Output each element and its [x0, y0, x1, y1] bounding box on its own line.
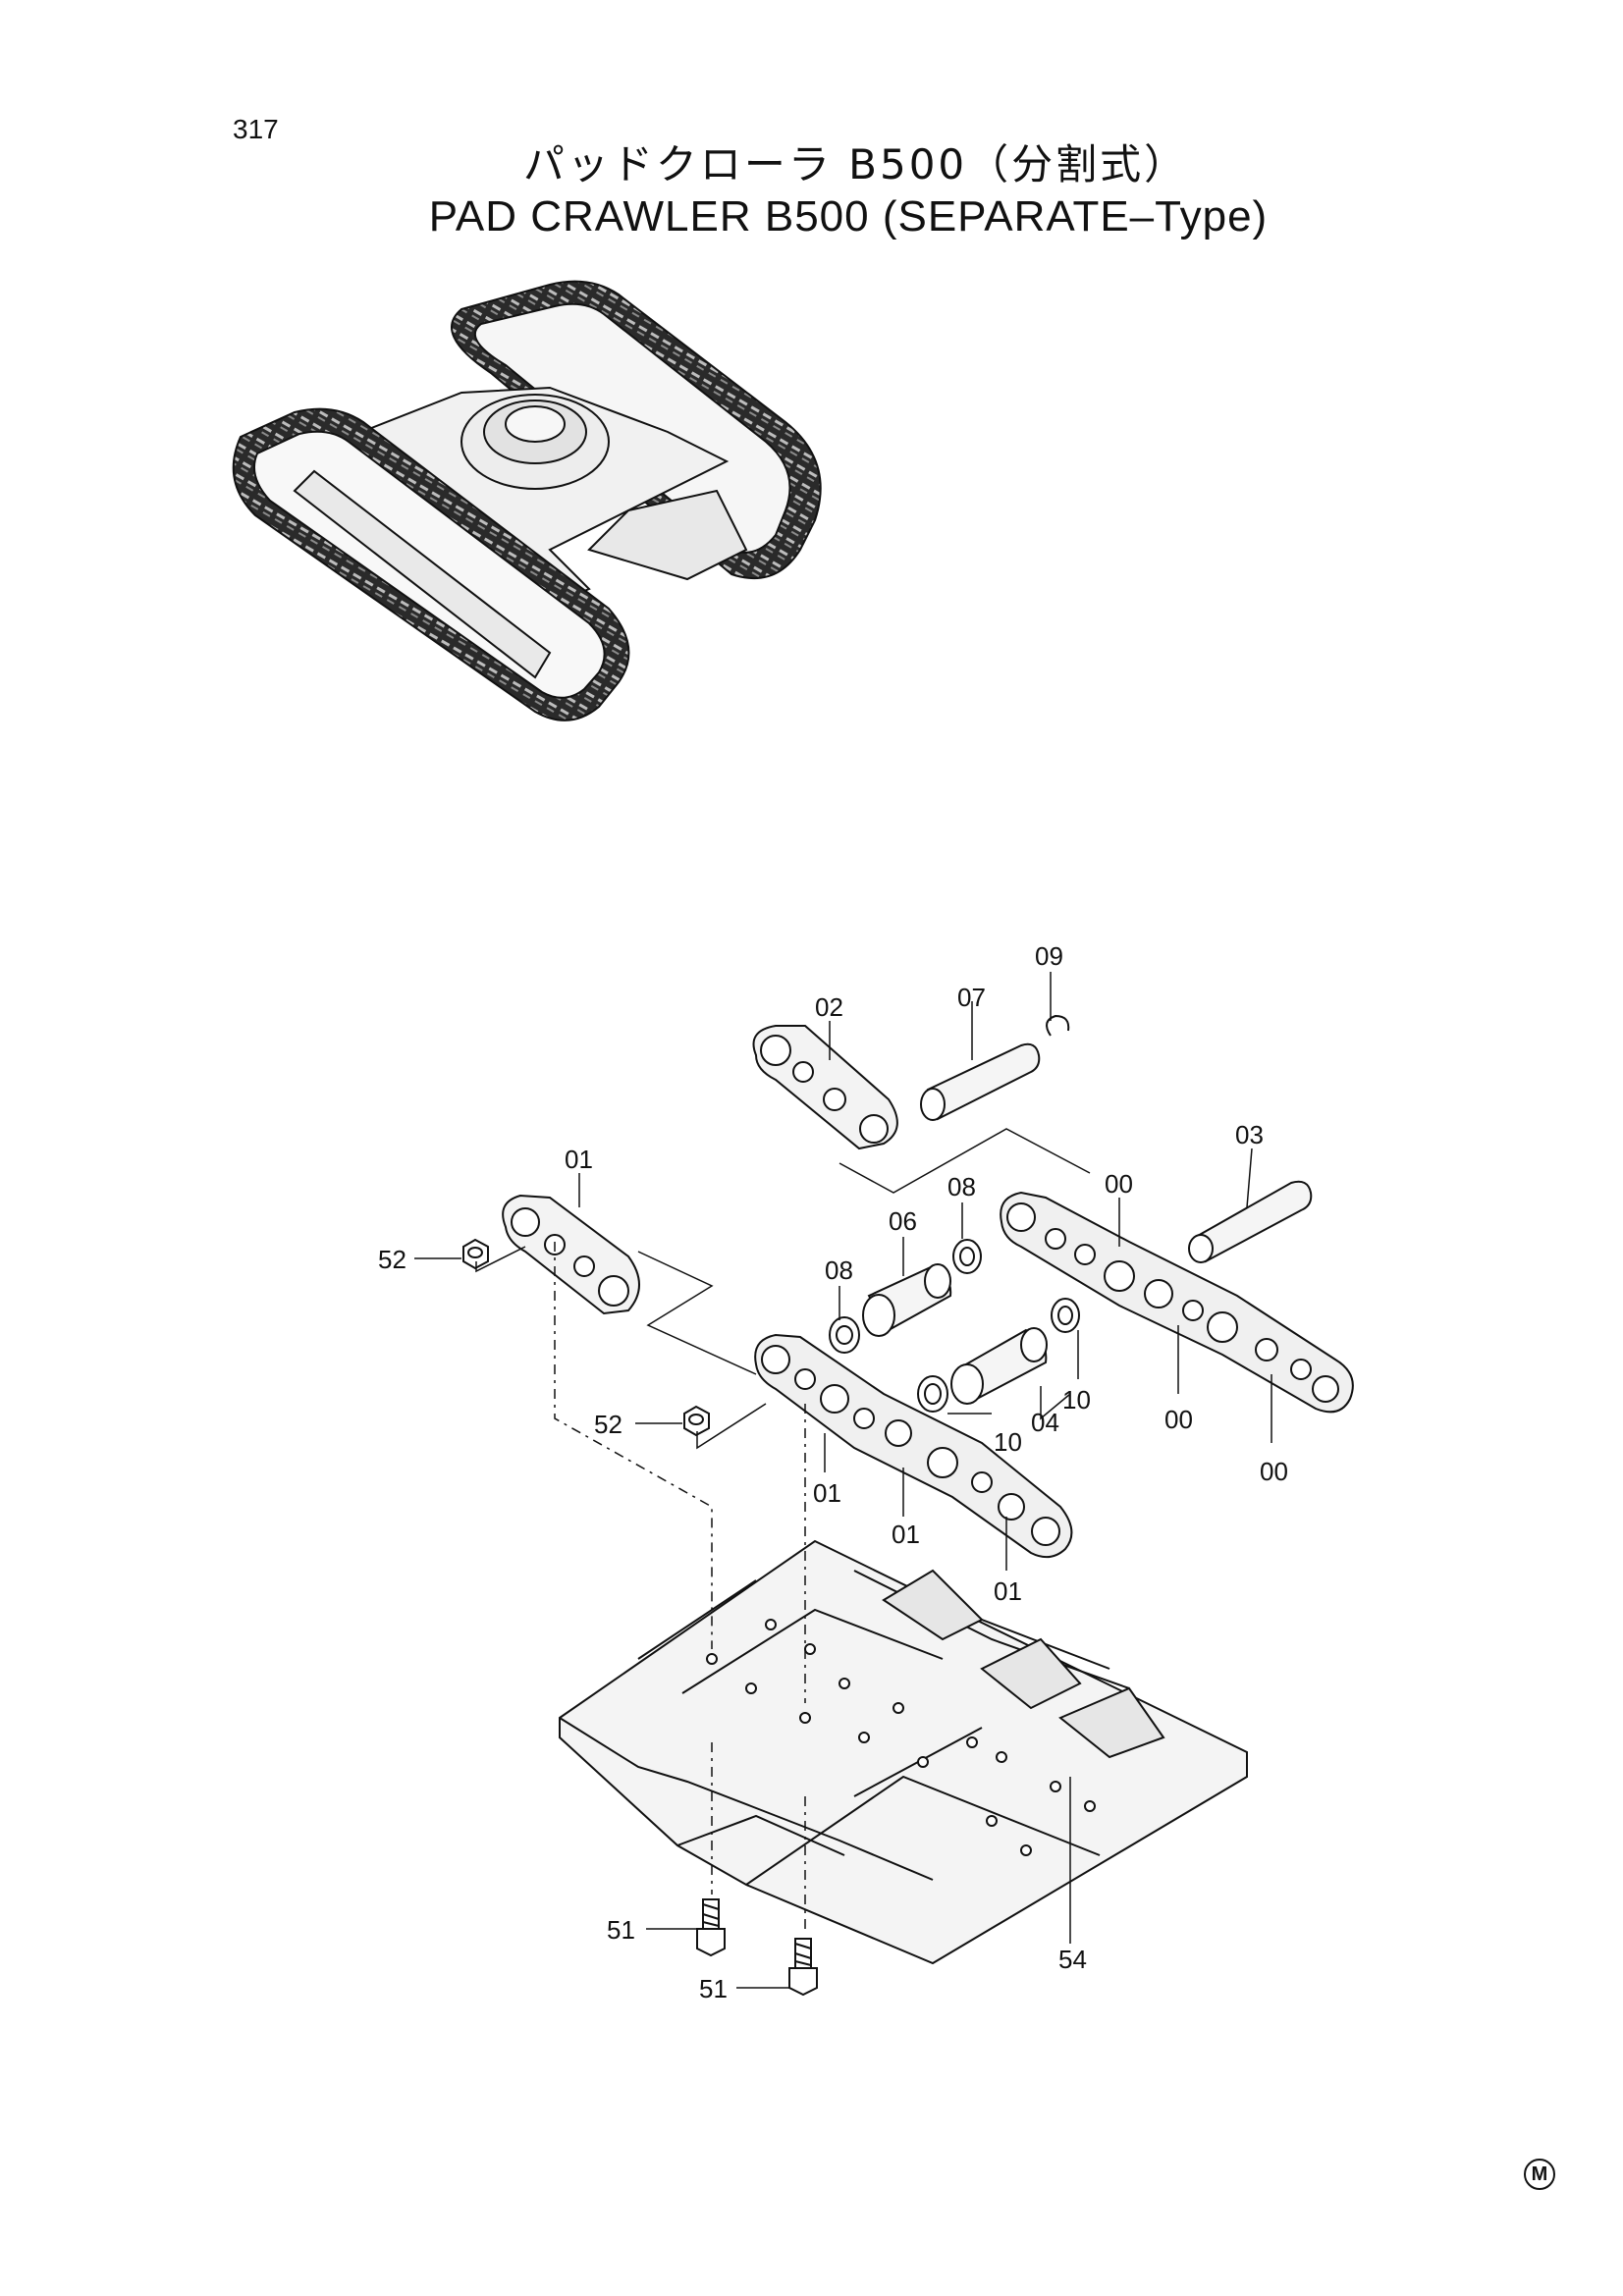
bolt-51-left	[696, 1898, 726, 1957]
callout-01-top: 01	[565, 1145, 593, 1174]
callout-08-lower: 08	[825, 1255, 853, 1285]
callout-08-upper: 08	[947, 1172, 976, 1201]
link-chain-01	[754, 1333, 1073, 1559]
callout-00-bottom: 00	[1260, 1457, 1288, 1486]
callout-01-left: 01	[813, 1478, 841, 1508]
callout-03: 03	[1235, 1120, 1264, 1149]
callout-51-left: 51	[607, 1915, 635, 1945]
link-02	[752, 1025, 898, 1150]
callout-52-upper: 52	[378, 1245, 406, 1274]
callout-00-top: 00	[1105, 1169, 1133, 1199]
seal-08-upper	[952, 1239, 982, 1274]
page-number: 317	[233, 114, 279, 144]
seal-10-right	[1051, 1298, 1080, 1333]
track-left	[232, 407, 630, 721]
callout-07: 07	[957, 983, 986, 1012]
snap-ring-09	[1046, 1014, 1070, 1037]
callout-10-right: 10	[1062, 1385, 1091, 1415]
title-english: PAD CRAWLER B500 (SEPARATE–Type)	[428, 192, 1269, 240]
callout-09: 09	[1035, 941, 1063, 971]
callout-01-right: 01	[994, 1576, 1022, 1606]
seal-10-left	[917, 1375, 948, 1413]
link-chain-00	[1000, 1191, 1354, 1414]
callout-02: 02	[815, 992, 843, 1022]
title-japanese: パッドクローラ B500（分割式）	[522, 140, 1189, 188]
manufacturer-mark: M	[1524, 2159, 1555, 2190]
callout-00-middle: 00	[1164, 1405, 1193, 1434]
callout-01-middle: 01	[892, 1520, 920, 1549]
link-01-upper	[502, 1194, 640, 1315]
callout-04: 04	[1031, 1408, 1059, 1437]
leader-lines	[414, 972, 1272, 1989]
nut-52-upper	[462, 1238, 489, 1270]
exploded-view	[414, 972, 1354, 1997]
callout-51-right: 51	[699, 1974, 728, 2003]
pin-03	[1188, 1180, 1313, 1263]
callout-10-left: 10	[994, 1427, 1022, 1457]
bushing-06	[862, 1263, 952, 1337]
callout-06: 06	[889, 1206, 917, 1236]
crawler-assembly-illustration	[232, 280, 822, 721]
callout-labels: 09 07 02 03 00 01 08 06 52 08 10 04 10 0…	[378, 941, 1288, 2003]
assembly-guide-lines	[475, 1128, 1091, 1934]
bolt-51-right	[788, 1938, 818, 1997]
callout-54: 54	[1058, 1945, 1087, 1974]
nut-52-lower	[683, 1405, 710, 1437]
shoe-54	[559, 1539, 1248, 1965]
seal-08-lower	[829, 1316, 860, 1354]
callout-52-lower: 52	[594, 1410, 622, 1439]
pin-07	[920, 1042, 1041, 1121]
bushing-04	[950, 1327, 1048, 1405]
